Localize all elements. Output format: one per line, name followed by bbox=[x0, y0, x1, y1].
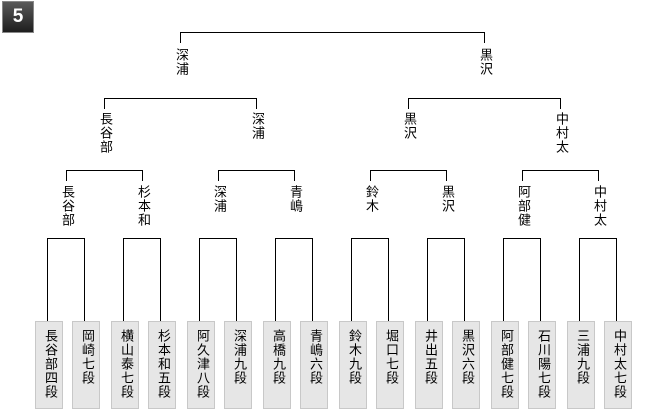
bracket-line bbox=[408, 98, 561, 99]
winner-label: 阿部健 bbox=[515, 185, 530, 227]
player-box[interactable]: 長谷部四段 bbox=[35, 321, 63, 409]
player-name: 中村太七段 bbox=[611, 329, 626, 399]
bracket-line bbox=[218, 170, 295, 171]
player-box[interactable]: 岡崎七段 bbox=[72, 321, 100, 409]
bracket-line bbox=[427, 238, 428, 321]
winner-label: 鈴木 bbox=[363, 185, 378, 213]
player-box[interactable]: 堀口七段 bbox=[376, 321, 404, 409]
bracket-line bbox=[199, 238, 200, 321]
bracket-line bbox=[579, 238, 580, 321]
player-box[interactable]: 井出五段 bbox=[415, 321, 443, 409]
bracket-line bbox=[579, 238, 617, 239]
bracket-line bbox=[427, 238, 465, 239]
bracket-line bbox=[484, 32, 485, 43]
bracket-line bbox=[123, 238, 124, 321]
bracket-line bbox=[275, 238, 313, 239]
player-box[interactable]: 青嶋六段 bbox=[300, 321, 328, 409]
player-box[interactable]: 杉本和五段 bbox=[148, 321, 176, 409]
bracket-line bbox=[104, 98, 257, 99]
bracket-line bbox=[47, 238, 48, 321]
bracket-line bbox=[199, 238, 237, 239]
player-name: 岡崎七段 bbox=[79, 329, 94, 385]
bracket-line bbox=[180, 32, 181, 43]
player-name: 黒沢六段 bbox=[459, 329, 474, 385]
bracket-line bbox=[123, 238, 161, 239]
winner-label: 黒沢 bbox=[477, 48, 492, 76]
winner-label: 黒沢 bbox=[439, 185, 454, 213]
bracket-line bbox=[503, 238, 504, 321]
player-box[interactable]: 鈴木九段 bbox=[339, 321, 367, 409]
bracket-line bbox=[84, 238, 85, 321]
bracket-line bbox=[464, 238, 465, 321]
bracket-line bbox=[522, 170, 523, 181]
winner-label: 黒沢 bbox=[401, 112, 416, 140]
player-name: 堀口七段 bbox=[383, 329, 398, 385]
bracket-line bbox=[446, 170, 447, 181]
bracket-line bbox=[142, 170, 143, 181]
bracket-line bbox=[370, 170, 447, 171]
winner-label: 深浦 bbox=[249, 112, 264, 140]
player-name: 石川陽七段 bbox=[535, 329, 550, 399]
winner-label: 青嶋 bbox=[287, 185, 302, 213]
player-box[interactable]: 三浦九段 bbox=[567, 321, 595, 409]
player-name: 杉本和五段 bbox=[155, 329, 170, 399]
bracket-line bbox=[616, 238, 617, 321]
bracket-line bbox=[388, 238, 389, 321]
bracket-line bbox=[47, 238, 85, 239]
bracket-line bbox=[503, 238, 541, 239]
bracket-line bbox=[522, 170, 599, 171]
bracket-number-badge: 5 bbox=[2, 1, 34, 33]
bracket-line bbox=[180, 32, 485, 33]
winner-label: 長谷部 bbox=[59, 185, 74, 227]
player-box[interactable]: 高橋九段 bbox=[263, 321, 291, 409]
player-name: 阿久津八段 bbox=[194, 329, 209, 399]
player-box[interactable]: 阿部健七段 bbox=[491, 321, 519, 409]
winner-label: 杉本和 bbox=[135, 185, 150, 227]
bracket-line bbox=[236, 238, 237, 321]
winner-label: 中村太 bbox=[553, 112, 568, 154]
player-name: 阿部健七段 bbox=[498, 329, 513, 399]
player-name: 高橋九段 bbox=[270, 329, 285, 385]
player-box[interactable]: 黒沢六段 bbox=[452, 321, 480, 409]
player-name: 横山泰七段 bbox=[118, 329, 133, 399]
player-box[interactable]: 中村太七段 bbox=[604, 321, 632, 409]
bracket-line bbox=[66, 170, 67, 181]
bracket-line bbox=[294, 170, 295, 181]
bracket-line bbox=[160, 238, 161, 321]
bracket-line bbox=[66, 170, 143, 171]
player-box[interactable]: 深浦九段 bbox=[224, 321, 252, 409]
winner-label: 深浦 bbox=[211, 185, 226, 213]
bracket-line bbox=[560, 98, 561, 109]
bracket-line bbox=[540, 238, 541, 321]
bracket-line bbox=[256, 98, 257, 109]
player-name: 鈴木九段 bbox=[346, 329, 361, 385]
player-box[interactable]: 阿久津八段 bbox=[187, 321, 215, 409]
winner-label: 中村太 bbox=[591, 185, 606, 227]
player-box[interactable]: 横山泰七段 bbox=[111, 321, 139, 409]
winner-label: 長谷部 bbox=[97, 112, 112, 154]
player-name: 長谷部四段 bbox=[42, 329, 57, 399]
bracket-line bbox=[218, 170, 219, 181]
player-name: 深浦九段 bbox=[231, 329, 246, 385]
player-name: 井出五段 bbox=[422, 329, 437, 385]
player-name: 青嶋六段 bbox=[307, 329, 322, 385]
player-box[interactable]: 石川陽七段 bbox=[528, 321, 556, 409]
bracket-line bbox=[351, 238, 352, 321]
winner-label: 深浦 bbox=[173, 48, 188, 76]
player-name: 三浦九段 bbox=[574, 329, 589, 385]
bracket-line bbox=[312, 238, 313, 321]
bracket-line bbox=[275, 238, 276, 321]
bracket-line bbox=[598, 170, 599, 181]
bracket-line bbox=[370, 170, 371, 181]
bracket-line bbox=[351, 238, 389, 239]
bracket-line bbox=[104, 98, 105, 109]
bracket-line bbox=[408, 98, 409, 109]
